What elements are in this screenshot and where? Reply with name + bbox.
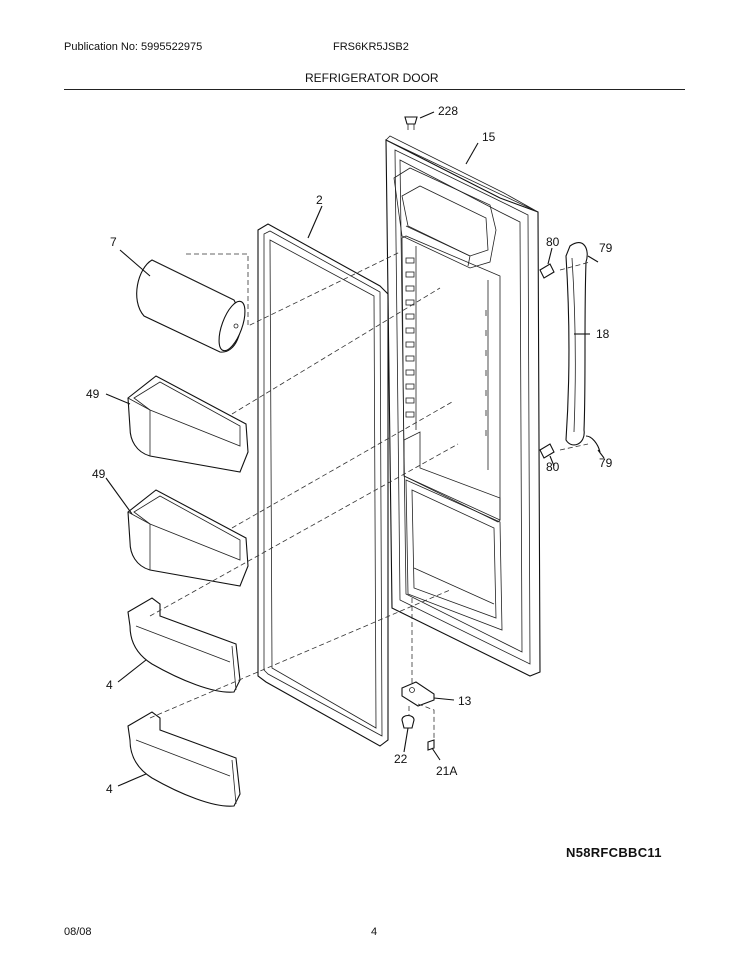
hinge-bushing-part <box>401 714 415 729</box>
screw-cap-part <box>404 111 435 130</box>
callout-21a: 21A <box>436 764 457 778</box>
handle-screw-upper <box>539 263 555 279</box>
callout-7: 7 <box>110 235 117 249</box>
callout-4-upper: 4 <box>106 678 113 692</box>
door-gasket <box>257 223 389 747</box>
door-handle-part <box>565 242 588 446</box>
hinge-bracket-part <box>401 681 435 707</box>
callout-15: 15 <box>482 130 496 144</box>
handle-cap-lower <box>585 435 601 453</box>
callout-13: 13 <box>458 694 472 708</box>
callout-80-upper: 80 <box>546 235 560 249</box>
callout-22: 22 <box>394 752 408 766</box>
leader-lines <box>105 142 605 787</box>
diagram-code: N58RFCBBC11 <box>566 845 662 860</box>
callout-49-lower: 49 <box>92 467 106 481</box>
shallow-bin-part-lower <box>127 711 241 807</box>
publication-number: Publication No: 5995522975 <box>64 41 203 53</box>
callout-4-lower: 4 <box>106 782 113 796</box>
page-number: 4 <box>371 926 378 938</box>
page-title: REFRIGERATOR DOOR <box>305 71 439 85</box>
hinge-screw-part <box>427 739 435 751</box>
callout-79-upper: 79 <box>599 241 613 255</box>
handle-screw-lower <box>539 443 555 459</box>
handle-cap-upper <box>587 255 599 263</box>
header-divider <box>64 89 685 90</box>
footer-date: 08/08 <box>64 926 92 938</box>
butter-bin-part <box>136 259 246 353</box>
door-bin-part-lower <box>127 489 249 587</box>
callout-80-lower: 80 <box>546 460 560 474</box>
door-bin-part-upper <box>127 375 249 473</box>
door-panel <box>385 135 541 677</box>
model-number: FRS6KR5JSB2 <box>333 41 409 53</box>
callout-18: 18 <box>596 327 610 341</box>
callout-228: 228 <box>438 104 458 118</box>
callout-79-lower: 79 <box>599 456 613 470</box>
callout-49-upper: 49 <box>86 387 100 401</box>
assembly-lines <box>149 251 591 740</box>
shallow-bin-part-upper <box>127 597 241 693</box>
callout-2: 2 <box>316 193 323 207</box>
